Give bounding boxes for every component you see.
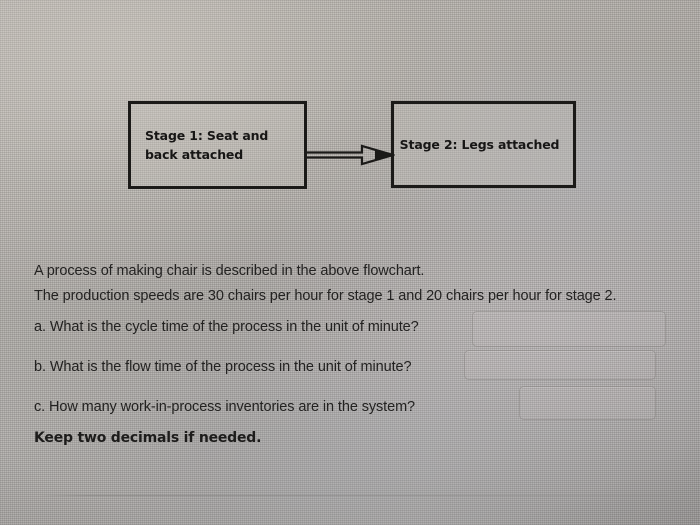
flowchart-node-stage-2-label: Stage 2: Legs attached [399, 137, 560, 152]
page-divider [38, 495, 668, 496]
question-a: a. What is the cycle time of the process… [34, 319, 419, 335]
flowchart-node-stage-2: Stage 2: Legs attached [391, 101, 576, 188]
problem-intro-line-1: A process of making chair is described i… [34, 263, 425, 279]
keep-two-decimals-note: Keep two decimals if needed. [34, 430, 262, 446]
answer-input-a[interactable] [472, 311, 666, 347]
answer-input-c[interactable] [519, 386, 656, 420]
question-b: b. What is the flow time of the process … [34, 359, 412, 375]
problem-intro-line-2: The production speeds are 30 chairs per … [34, 288, 617, 304]
question-c: c. How many work-in-process inventories … [34, 399, 416, 415]
arrow-right-icon [303, 143, 397, 167]
answer-input-b[interactable] [464, 350, 656, 380]
flowchart-node-stage-1-label: Stage 1: Seat and back attached [145, 128, 269, 162]
flowchart-node-stage-1: Stage 1: Seat and back attached [128, 101, 307, 189]
